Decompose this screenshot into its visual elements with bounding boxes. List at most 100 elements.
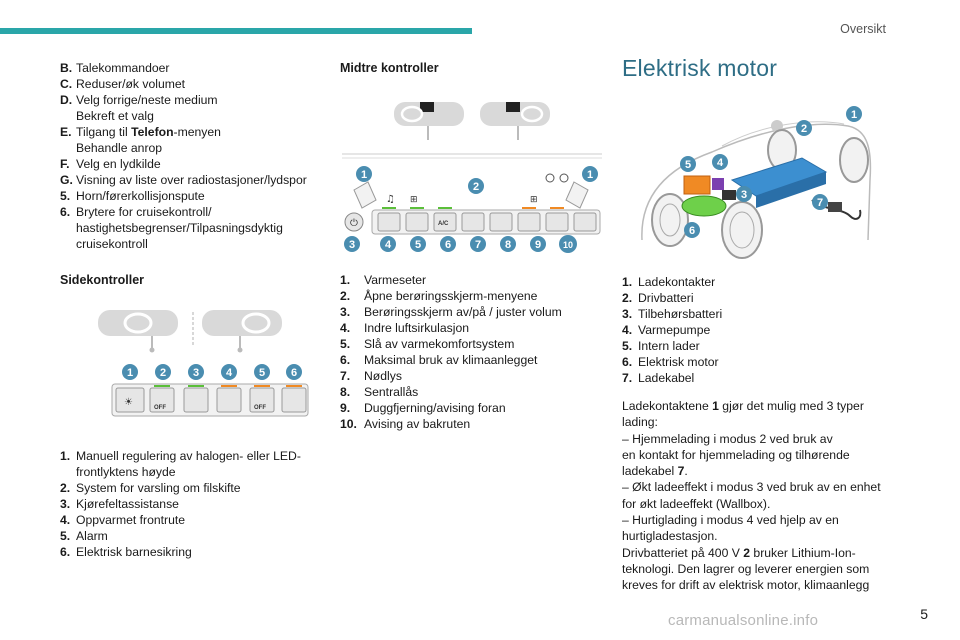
list-item: 3.Tilbehørsbatteri (622, 307, 723, 321)
svg-text:4: 4 (717, 157, 724, 169)
list-item: 2.Åpne berøringsskjerm-menyene (340, 289, 538, 303)
alarm-icon (249, 387, 275, 413)
wheel-front-right (721, 201, 763, 259)
svg-text:1: 1 (361, 169, 367, 181)
center-controls-illustration: 1 2 1 ♫ ⊞ ⊞ ⏻ A/C (342, 102, 602, 235)
list-item: 9.Duggfjerning/avising foran (340, 401, 506, 415)
svg-text:⊞: ⊞ (410, 195, 418, 205)
svg-text:9: 9 (535, 239, 541, 251)
list-item: 2.System for varsling om filskifte (60, 481, 241, 495)
list-item: 5.Alarm (60, 529, 108, 543)
list-item: 4.Indre luftsirkulasjon (340, 321, 469, 335)
list-item: 4.Oppvarmet frontrute (60, 513, 186, 527)
svg-text:⏻: ⏻ (350, 218, 358, 229)
svg-text:♫: ♫ (386, 194, 395, 205)
internal-charger (683, 175, 711, 195)
car-outline (641, 123, 872, 241)
center-badges-bottom: 3 4 5 6 7 8 9 10 (344, 235, 577, 253)
list-item: 7.Nødlys (340, 369, 402, 383)
svg-text:5: 5 (685, 159, 691, 171)
list-item: C.Reduser/øk volumet (60, 77, 186, 91)
svg-text:☀: ☀ (124, 397, 133, 408)
column-middle: Midtre kontroller 1 2 1 ♫ ⊞ ⊞ ⏻ A/C (340, 60, 602, 432)
svg-text:8: 8 (505, 239, 511, 251)
accessory-battery (722, 190, 736, 200)
list-item: 4.Varmepumpe (622, 323, 711, 337)
list-item: 10.Avising av bakruten (340, 417, 471, 431)
svg-text:2: 2 (473, 181, 479, 193)
svg-text:6: 6 (689, 225, 695, 237)
side-badges: 1 2 3 4 5 6 (122, 364, 302, 380)
electric-motor-icon (681, 195, 727, 217)
column-left: B.Talekommandoer C.Reduser/øk volumet D.… (60, 60, 322, 560)
header-title: Oversikt (840, 22, 886, 36)
heat-pump (712, 178, 724, 190)
svg-text:10: 10 (563, 240, 573, 250)
steering-wheel-icon (241, 312, 271, 334)
svg-text:6: 6 (445, 239, 451, 251)
list-item: 1.Varmeseter (340, 273, 427, 287)
svg-text:1: 1 (127, 367, 133, 379)
list-item: 6.Elektrisk barnesikring (60, 545, 192, 559)
svg-text:3: 3 (193, 367, 199, 379)
wheel-front-left (651, 193, 689, 247)
list-item: 5.Slå av varmekomfortsystem (340, 337, 515, 351)
list-item: 6.Elektrisk motor (622, 355, 719, 369)
svg-text:2: 2 (160, 367, 166, 379)
svg-text:A/C: A/C (438, 221, 449, 227)
list-item: G.Visning av liste over radiostasjoner/l… (60, 173, 307, 187)
child-lock-icon (281, 387, 307, 413)
svg-text:⊞: ⊞ (530, 195, 538, 205)
svg-text:5: 5 (259, 367, 265, 379)
steering-wheel-icon (123, 312, 153, 334)
side-controls-illustration: 1 2 3 4 5 6 ☀ OFF OFF (98, 310, 309, 417)
section-title-side-controls: Sidekontroller (60, 273, 145, 287)
svg-text:6: 6 (291, 367, 297, 379)
electric-motor-illustration: 1 2 3 4 5 6 7 (641, 106, 872, 259)
svg-text:3: 3 (741, 189, 747, 201)
svg-text:4: 4 (226, 367, 233, 379)
list-item: 1.Manuell regulering av halogen- eller L… (60, 449, 301, 479)
list-item: F.Velg en lydkilde (60, 157, 161, 171)
svg-text:2: 2 (801, 123, 807, 135)
list-item: 6.Maksimal bruk av klimaanlegget (340, 353, 538, 367)
list-item: 2.Drivbatteri (622, 291, 694, 305)
svg-text:7: 7 (817, 197, 823, 209)
headlamp-level-icon (115, 387, 145, 413)
top-accent-bar (0, 28, 472, 34)
body-paragraph: Ladekontaktene 1 gjør det mulig med 3 ty… (622, 399, 881, 593)
svg-text:4: 4 (385, 239, 392, 251)
page-title: Elektrisk motor (622, 55, 778, 81)
svg-text:OFF: OFF (254, 405, 266, 411)
seat-heat-left-button (353, 181, 377, 209)
steering-wheel-icon (520, 105, 544, 123)
svg-text:1: 1 (587, 169, 593, 181)
list-item: 1.Ladekontakter (622, 275, 716, 289)
list-item: 8.Sentrallås (340, 385, 419, 399)
page-number: 5 (920, 606, 928, 622)
list-item: 5.Horn/førerkollisjonspute (60, 189, 205, 203)
list-item: 7.Ladekabel (622, 371, 695, 385)
svg-text:OFF: OFF (154, 405, 166, 411)
steering-wheel-icon (400, 105, 424, 123)
list-item: 3.Kjørefeltassistanse (60, 497, 179, 511)
power-button (344, 212, 364, 232)
column-right: Elektrisk motor 1 2 3 4 5 6 7 1.Ladekont… (622, 55, 887, 594)
svg-text:5: 5 (415, 239, 421, 251)
list-item: 5.Intern lader (622, 339, 700, 353)
section-title-center-controls: Midtre kontroller (340, 61, 439, 75)
watermark: carmanualsonline.info (668, 612, 819, 629)
center-buttons-row: A/C (377, 207, 597, 232)
svg-text:3: 3 (349, 239, 355, 251)
list-item: 6.Brytere for cruisekontroll/hastighetsb… (60, 205, 283, 251)
wheel-rear-right (839, 137, 869, 183)
svg-text:1: 1 (851, 109, 857, 121)
heated-windscreen-icon (216, 387, 242, 413)
list-item: 3.Berøringsskjerm av/på / juster volum (340, 305, 562, 319)
lane-warning-icon (149, 387, 175, 413)
svg-text:7: 7 (475, 239, 481, 251)
list-item: B.Talekommandoer (60, 61, 170, 75)
charging-port-icon (771, 120, 783, 132)
